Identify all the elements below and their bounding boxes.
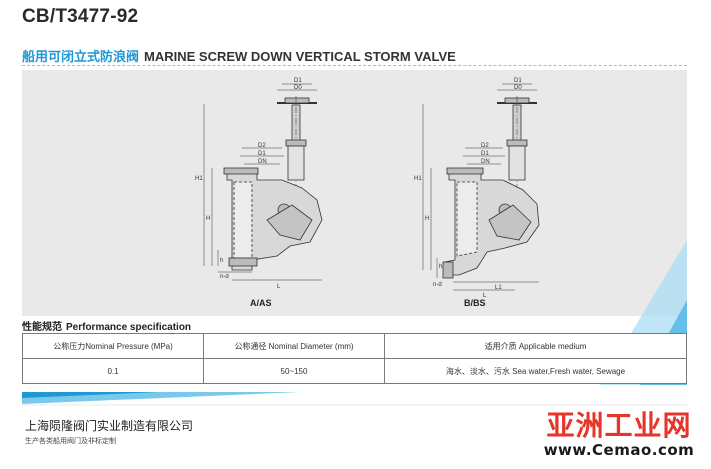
spec-table: 公称压力Nominal Pressure (MPa) 公称通径 Nominal … [22, 333, 687, 384]
dim-d1-top: D1 [514, 78, 522, 84]
standard-code: CB/T3477-92 [22, 6, 139, 27]
spec-heading-en: Performance specification [66, 322, 192, 333]
technical-drawings: D1 D0 D2 D1 DN H1 H h L n-d [195, 78, 540, 308]
dim-h-small: h [439, 264, 442, 270]
dim-d2: D2 [481, 143, 489, 149]
dim-d1: D1 [481, 151, 489, 157]
product-title-cn: 船用可闭立式防浪阀 [22, 49, 140, 64]
dim-n-d: n-d [433, 282, 442, 288]
watermark-url: www.Cemao.com [543, 441, 695, 459]
cell-diameter: 50~150 [203, 358, 385, 384]
header-divider [22, 65, 687, 66]
dim-h1: H1 [414, 176, 422, 182]
drawing-a: D1 D0 D2 D1 DN H1 H h L n-d [195, 78, 323, 290]
dim-l: L [277, 284, 281, 290]
drawing-panel: D1 D0 D2 D1 DN H1 H h L n-d [22, 70, 687, 316]
dim-h: H [206, 216, 210, 222]
cell-pressure: 0.1 [22, 358, 204, 384]
col-medium: 适用介质 Applicable medium [384, 333, 687, 359]
spec-heading-cn: 性能规范 [22, 322, 62, 333]
company-name: 上海陨隆阀门实业制造有限公司 [25, 419, 194, 433]
spec-heading: 性能规范 Performance specification [22, 318, 191, 333]
col-pressure: 公称压力Nominal Pressure (MPa) [22, 333, 204, 359]
drawing-b: D1 D0 D2 D1 DN H1 H h L1 L n-d [414, 78, 540, 299]
dim-h: H [425, 216, 429, 222]
col-diameter: 公称通径 Nominal Diameter (mm) [203, 333, 385, 359]
dim-l: L [483, 293, 487, 299]
dim-dn: DN [258, 159, 267, 165]
spec-header-row: 公称压力Nominal Pressure (MPa) 公称通径 Nominal … [22, 333, 687, 359]
dim-h-small: h [220, 258, 223, 264]
dim-d2: D2 [258, 143, 266, 149]
watermark-text: 亚洲工业网 [546, 409, 692, 442]
dim-d1-top: D1 [294, 78, 302, 84]
dim-d0: D0 [294, 85, 302, 91]
dim-dn: DN [481, 159, 490, 165]
product-title: 船用可闭立式防浪阀 MARINE SCREW DOWN VERTICAL STOR… [22, 46, 456, 65]
dim-h1: H1 [195, 176, 203, 182]
dim-n-d: n-d [220, 274, 229, 280]
dim-l1: L1 [495, 285, 502, 291]
table-row: 0.1 50~150 海水、淡水、污水 Sea water,Fresh wate… [22, 358, 687, 384]
cell-medium: 海水、淡水、污水 Sea water,Fresh water, Sewage [384, 358, 687, 384]
dim-d1: D1 [258, 151, 266, 157]
company-tagline: 生产各类船用阀门及非标定制 [25, 438, 116, 445]
caption-b: B/BS [464, 298, 486, 308]
caption-a: A/AS [250, 298, 272, 308]
watermark-logo: 亚洲工业网 www.Cemao.com [538, 404, 700, 464]
product-title-en: MARINE SCREW DOWN VERTICAL STORM VALVE [144, 49, 456, 64]
dim-d0: D0 [514, 85, 522, 91]
